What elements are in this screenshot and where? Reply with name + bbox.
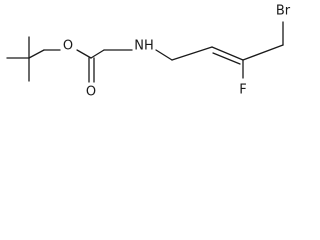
bond-tbu-to-c bbox=[28, 49, 45, 59]
bond-alkene-outer bbox=[211, 46, 244, 61]
atom-nh: NH bbox=[134, 39, 154, 54]
atom-fluorine: F bbox=[239, 83, 246, 98]
bond-o-ether-carbonyl bbox=[76, 49, 92, 59]
bond-carbonyl-n bbox=[90, 49, 105, 59]
structure-canvas: O O NH Br F bbox=[0, 0, 292, 117]
molecule-drawing: O O NH Br F bbox=[6, 4, 291, 100]
bond-ch2-ch bbox=[171, 46, 213, 61]
bond-n-ch2 bbox=[155, 49, 173, 61]
bond-alkene-inner bbox=[212, 52, 241, 65]
atom-oxygen-ether: O bbox=[63, 39, 73, 54]
atom-bromine: Br bbox=[276, 4, 291, 19]
bond-c-ch2br bbox=[242, 44, 284, 61]
atom-oxygen-carbonyl: O bbox=[86, 85, 96, 100]
